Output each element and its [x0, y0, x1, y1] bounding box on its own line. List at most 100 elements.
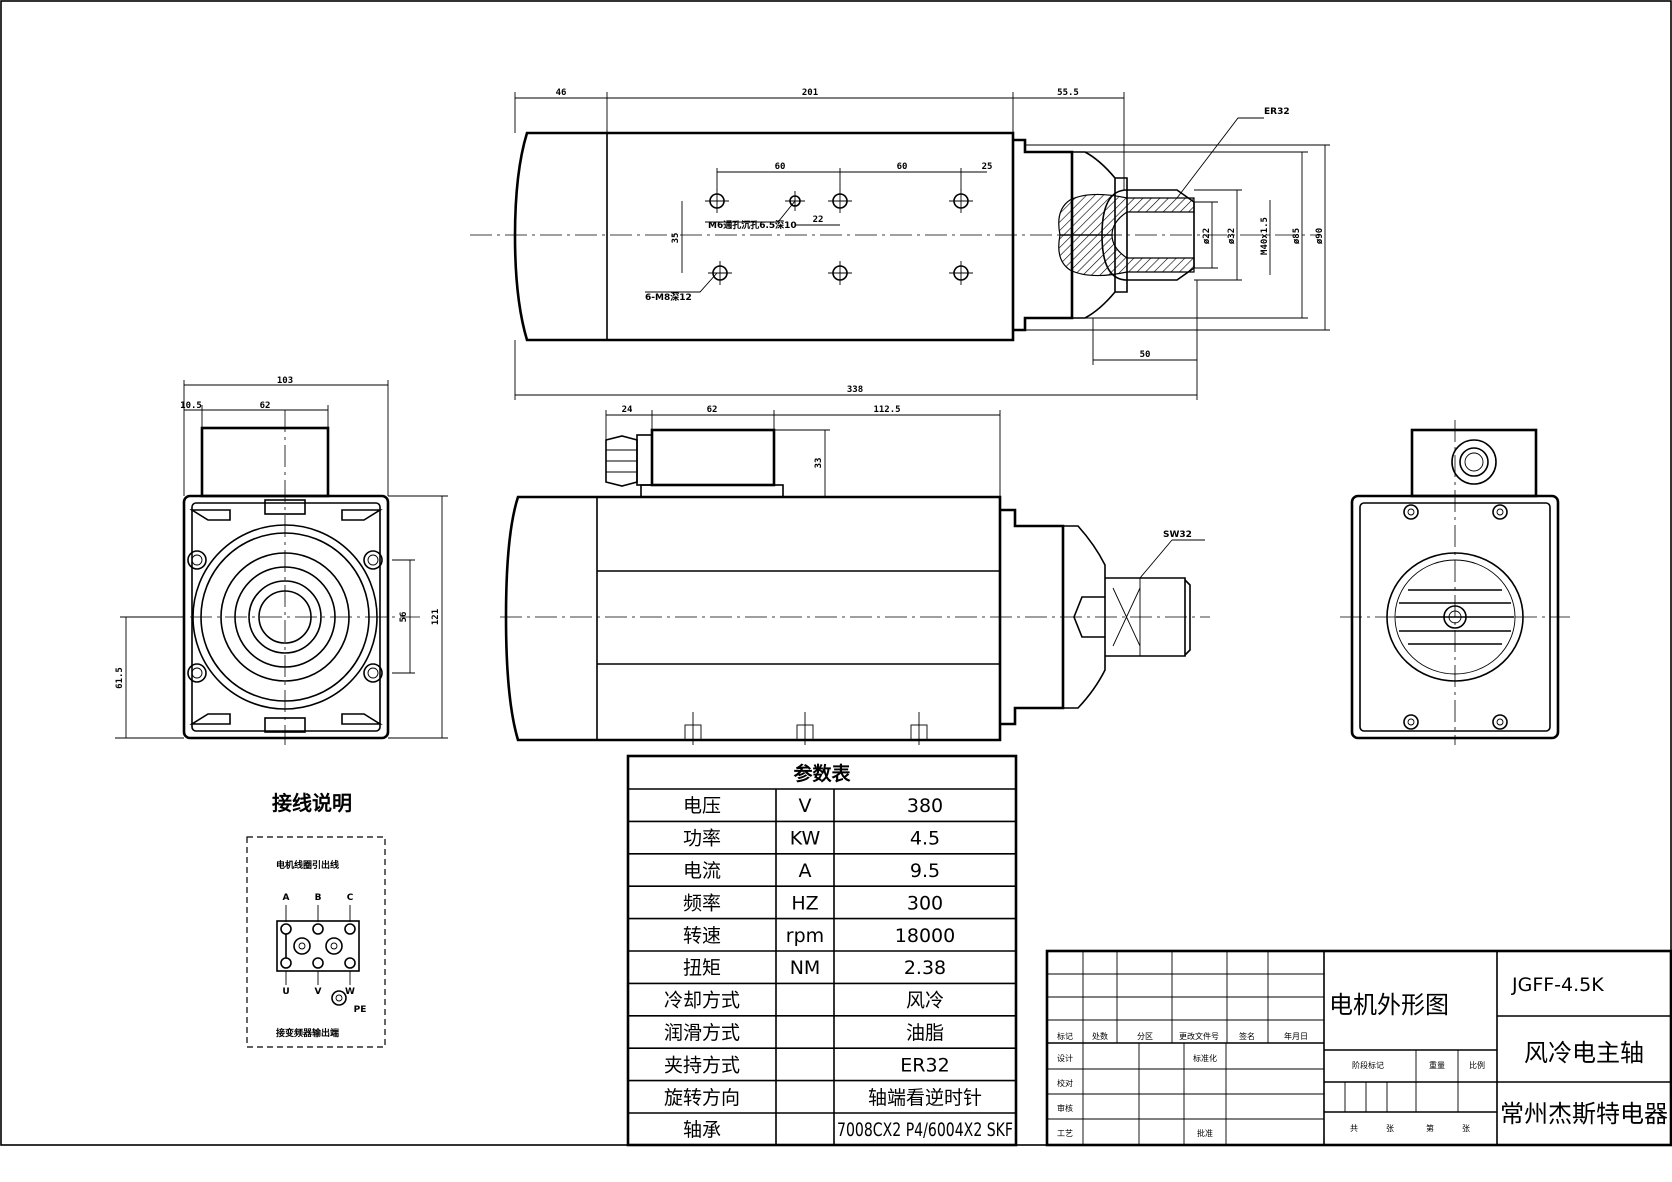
terminal-w: W	[345, 987, 355, 997]
rev-date: 年月日	[1284, 1031, 1308, 1041]
dim-60a: 60	[775, 162, 786, 172]
dim-201: 201	[802, 88, 818, 98]
side-view: 24 62 112.5 33 SW32	[500, 405, 1210, 745]
dim-62b: 62	[707, 405, 718, 415]
dim-24: 24	[622, 405, 633, 415]
dim-10-5: 10.5	[180, 401, 202, 411]
ground-label: PE	[354, 1005, 367, 1015]
company-name: 常州杰斯特电器	[1500, 1100, 1668, 1128]
param-value: 轴端看逆时针	[868, 1087, 982, 1109]
param-value: 18000	[895, 925, 955, 947]
mount-mark	[796, 712, 814, 745]
terminal-b: B	[315, 893, 322, 903]
screw-head	[1492, 714, 1508, 730]
dim-33: 33	[814, 458, 824, 469]
param-unit: A	[799, 860, 812, 882]
sheet-number: 第	[1426, 1123, 1434, 1133]
role-design: 设计	[1057, 1053, 1073, 1063]
role-review: 审核	[1057, 1103, 1073, 1113]
dim-55-5: 55.5	[1057, 88, 1079, 98]
stage-weight: 重量	[1429, 1060, 1445, 1070]
dim-56: 56	[399, 612, 409, 623]
screw-head	[1403, 714, 1419, 730]
param-value: 7008CX2 P4/6004X2 SKF	[837, 1119, 1013, 1141]
param-value: 9.5	[910, 860, 940, 882]
param-name: 功率	[683, 828, 721, 850]
dim-62: 62	[260, 401, 271, 411]
mount-mark	[684, 712, 702, 745]
stage-scale: 比例	[1469, 1060, 1485, 1070]
dim-25: 25	[982, 162, 993, 172]
param-value: 300	[907, 892, 943, 914]
dim-35: 35	[671, 233, 681, 244]
sheet-unit-a: 张	[1386, 1124, 1394, 1133]
sheet-unit-b: 张	[1462, 1124, 1470, 1133]
param-name: 冷却方式	[664, 990, 740, 1012]
param-value: 380	[907, 795, 943, 817]
front-end-view: 103 10.5 62 56 121 61.5	[115, 376, 448, 745]
title-block: 标记 处数 分区 更改文件号 签名 年月日 设计 校对 审核 工艺 标准化 批准…	[1045, 949, 1672, 1147]
dim-112-5: 112.5	[873, 405, 900, 415]
callout-sw32: SW32	[1163, 530, 1192, 540]
dim-61-5: 61.5	[115, 667, 125, 689]
product-name: 风冷电主轴	[1524, 1039, 1644, 1067]
param-value: 2.38	[904, 957, 946, 979]
callout-er32: ER32	[1264, 107, 1290, 117]
param-name: 润滑方式	[664, 1022, 740, 1044]
screw-head	[1492, 504, 1508, 520]
dim-121: 121	[431, 609, 441, 625]
param-name: 电流	[683, 860, 721, 882]
dim-d32: ø32	[1227, 228, 1237, 244]
bolt-head	[363, 550, 383, 570]
param-name: 电压	[683, 795, 721, 817]
dim-d22: ø22	[1202, 228, 1212, 244]
rev-file: 更改文件号	[1179, 1031, 1219, 1041]
screw-head	[1403, 504, 1419, 520]
param-name: 转速	[683, 925, 721, 947]
mounting-hole	[949, 261, 973, 285]
wiring-title: 接线说明	[272, 791, 352, 815]
wiring-diagram: 接线说明 电机线圈引出线 A B C U V W PE 接变频器输出端	[246, 791, 386, 1048]
output-label: 接变频器输出端	[276, 1027, 339, 1039]
dim-d90: ø90	[1315, 228, 1325, 244]
param-name: 频率	[683, 892, 721, 914]
mounting-hole	[949, 189, 973, 213]
param-value: ER32	[900, 1054, 949, 1076]
param-name: 轴承	[683, 1119, 721, 1141]
rev-zone: 分区	[1137, 1032, 1153, 1041]
param-name: 扭矩	[683, 957, 721, 979]
param-unit: rpm	[786, 925, 824, 947]
param-title: 参数表	[793, 762, 851, 785]
param-name: 夹持方式	[664, 1054, 740, 1076]
bolt-head	[363, 663, 383, 683]
drawing-name: 电机外形图	[1329, 991, 1449, 1019]
coil-label: 电机线圈引出线	[276, 859, 339, 871]
param-unit: KW	[790, 828, 821, 850]
param-value: 4.5	[910, 828, 940, 850]
dim-d85: ø85	[1292, 228, 1302, 244]
param-unit: NM	[790, 957, 821, 979]
bolt-head	[187, 550, 207, 570]
mount-mark	[910, 712, 928, 745]
role-standard: 标准化	[1193, 1053, 1217, 1063]
dim-103: 103	[277, 376, 293, 386]
role-approve: 批准	[1197, 1128, 1213, 1138]
rev-mark: 标记	[1057, 1031, 1073, 1041]
terminal-v: V	[315, 987, 322, 997]
model-number: JGFF-4.5K	[1511, 974, 1604, 996]
param-value: 风冷	[906, 990, 944, 1012]
sheet-total: 共	[1350, 1124, 1358, 1133]
callout-tap-hole: M6通孔沉孔6.5深10	[708, 219, 797, 231]
bolt-head	[187, 663, 207, 683]
parameter-table: 参数表 电压 V 380 功率 KW 4.5 电流 A 9.5 频率 HZ 300 转速 rpm 18000…	[626, 754, 1018, 1147]
param-unit: HZ	[791, 892, 818, 914]
rev-sign: 签名	[1239, 1031, 1255, 1041]
role-check: 校对	[1057, 1078, 1073, 1088]
terminal-a: A	[283, 893, 290, 903]
ground-terminal	[331, 990, 347, 1006]
param-unit: V	[799, 795, 812, 817]
stage-mark: 阶段标记	[1352, 1060, 1384, 1070]
mounting-hole	[708, 261, 732, 285]
mounting-hole	[828, 189, 852, 213]
